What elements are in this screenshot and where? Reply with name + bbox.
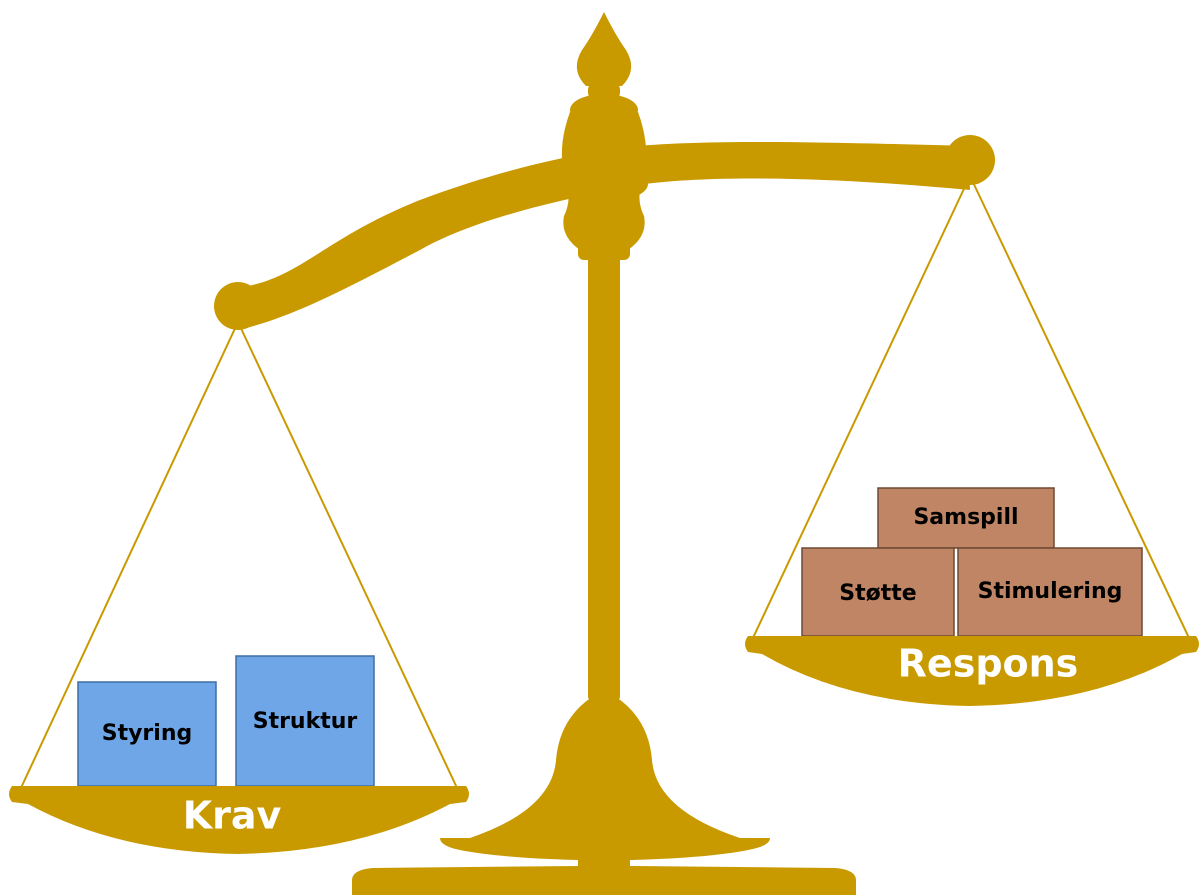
right-pan-label: Respons [898, 642, 1079, 686]
right-pan-string-left [751, 175, 971, 641]
stand-shaft [588, 248, 620, 702]
finial-waist [560, 166, 648, 202]
krav-box-struktur-label: Struktur [253, 709, 358, 734]
right-pan-string-right [969, 175, 1191, 641]
stand-bulb [470, 690, 740, 838]
krav-box-struktur [235, 655, 375, 787]
left-pan-string-right [237, 321, 459, 791]
krav-box-styring [77, 681, 217, 787]
scale-stand [352, 240, 856, 895]
beam-right-knob [945, 135, 995, 185]
right-pan-group: Samspill Støtte Stimulering Respons [745, 175, 1199, 706]
respons-box-stotte-label: Støtte [839, 581, 916, 606]
respons-box-stimulering [957, 547, 1143, 637]
left-pan-group: Styring Struktur Krav [9, 321, 469, 854]
respons-box-samspill-label: Samspill [913, 505, 1018, 530]
left-pan-dish [9, 786, 469, 854]
krav-box-styring-label: Styring [102, 721, 193, 746]
finial-tip [576, 12, 632, 86]
stand-base [352, 838, 856, 895]
respons-box-stimulering-label: Stimulering [978, 579, 1123, 604]
left-pan-label: Krav [183, 794, 282, 838]
scale-finial [560, 12, 648, 250]
right-pan-dish [745, 636, 1199, 706]
beam-left-knob [214, 282, 262, 330]
left-pan-string-left [19, 321, 239, 791]
